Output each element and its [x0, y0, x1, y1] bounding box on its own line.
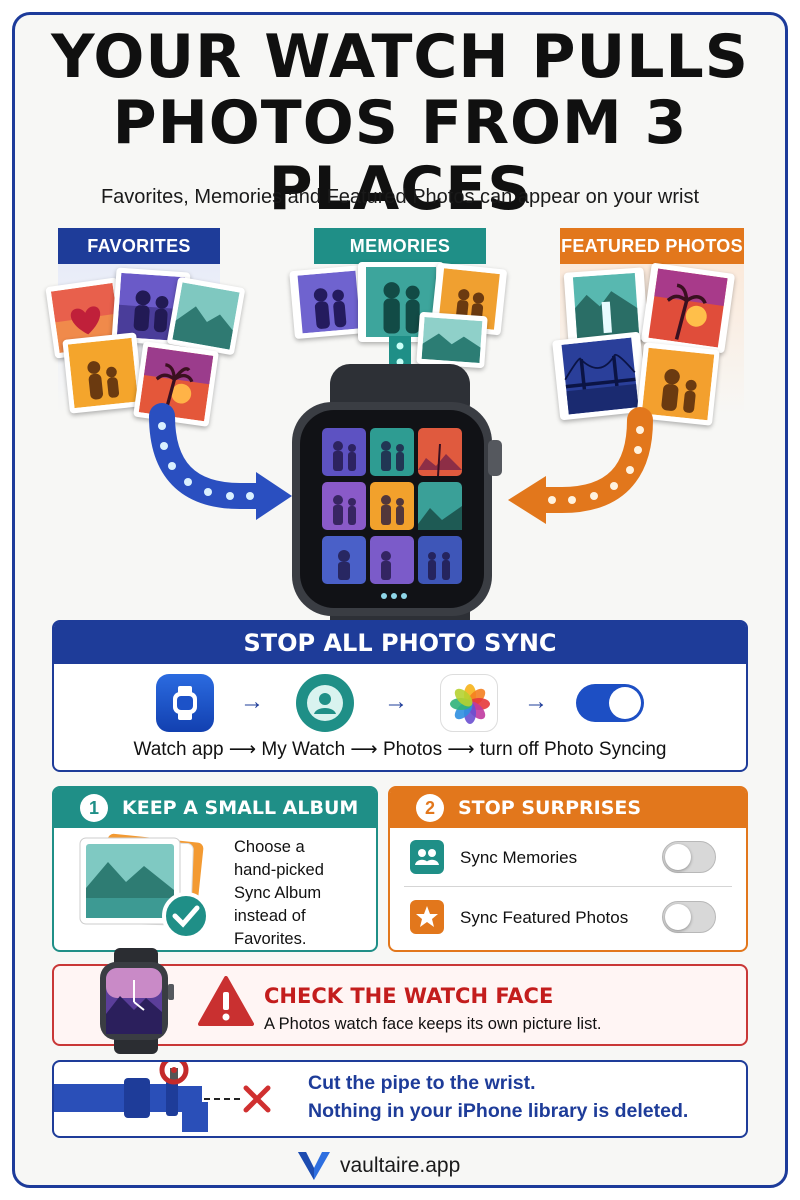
star-icon: [410, 900, 444, 934]
keep-text-line: Choose a: [234, 838, 305, 856]
sync-memories-row[interactable]: Sync Memories: [404, 838, 734, 878]
featured-photo-family: [636, 342, 720, 426]
watch-app-icon: [156, 674, 214, 732]
sync-featured-row[interactable]: Sync Featured Photos: [404, 898, 734, 938]
title-line-1: YOUR WATCH PULLS: [51, 22, 749, 92]
watch-face-text: A Photos watch face keeps its own pictur…: [264, 1015, 602, 1033]
keep-text-line: hand-picked: [234, 861, 324, 879]
photos-app-icon: [440, 674, 498, 732]
pipe-line-1: Cut the pipe to the wrist.: [308, 1072, 536, 1094]
keep-album-description: Choose a hand-picked Sync Album instead …: [234, 836, 364, 951]
step-arrow-3: →: [524, 688, 548, 715]
watch-face-icon: [96, 948, 176, 1054]
step-number-1: 1: [80, 794, 108, 822]
memories-label: MEMORIES: [314, 228, 486, 264]
pipe-line-2: Nothing in your iPhone library is delete…: [308, 1100, 689, 1122]
stop-surprises-heading: STOP SURPRISES: [390, 788, 746, 828]
people-icon: [410, 840, 444, 874]
brand-name: vaultaire.app: [340, 1154, 461, 1177]
vaultaire-logo-icon: [296, 1148, 332, 1182]
sync-memories-toggle[interactable]: [662, 841, 716, 873]
featured-photo-bridge: [552, 331, 648, 421]
favorites-photo-palm: [133, 341, 219, 427]
title-line-2: PHOTOS FROM 3 PLACES: [112, 88, 688, 224]
pipe-valve-icon: [54, 1055, 284, 1136]
memories-photo-4: [416, 311, 488, 369]
memories-photo-1: [289, 264, 369, 340]
featured-photo-palm: [640, 262, 736, 354]
settings-path: Watch app ⟶ My Watch ⟶ Photos ⟶ turn off…: [133, 739, 667, 760]
favorites-label: FAVORITES: [58, 228, 220, 264]
keep-text-line: instead of: [234, 907, 306, 925]
favorites-photo-couple: [111, 267, 191, 347]
sync-featured-label: Sync Featured Photos: [460, 908, 629, 927]
featured-photos-label: FEATURED PHOTOS: [560, 228, 744, 264]
step-arrow-1: →: [240, 688, 264, 715]
subtitle: Favorites, Memories and Featured Photos …: [100, 186, 700, 208]
keep-text-line: Favorites.: [234, 930, 307, 948]
sync-memories-label: Sync Memories: [460, 848, 578, 867]
step-number-2: 2: [416, 794, 444, 822]
featured-photo-waterfall: [563, 267, 649, 345]
sync-album-icon: [76, 832, 216, 942]
keep-text-line: Sync Album: [234, 884, 322, 902]
page-title: YOUR WATCH PULLS PHOTOS FROM 3 PLACES: [0, 24, 800, 222]
stop-all-heading: STOP ALL PHOTO SYNC: [54, 622, 746, 664]
watch-face-heading: CHECK THE WATCH FACE: [264, 984, 554, 1008]
favorites-photo-family: [62, 332, 144, 414]
row-divider: [404, 886, 732, 887]
toggle-on-icon[interactable]: [576, 684, 644, 722]
warning-icon: [198, 976, 254, 1028]
step-arrow-2: →: [384, 688, 408, 715]
my-watch-icon: [296, 674, 354, 732]
sync-featured-toggle[interactable]: [662, 901, 716, 933]
favorites-photo-landscape: [166, 276, 246, 356]
